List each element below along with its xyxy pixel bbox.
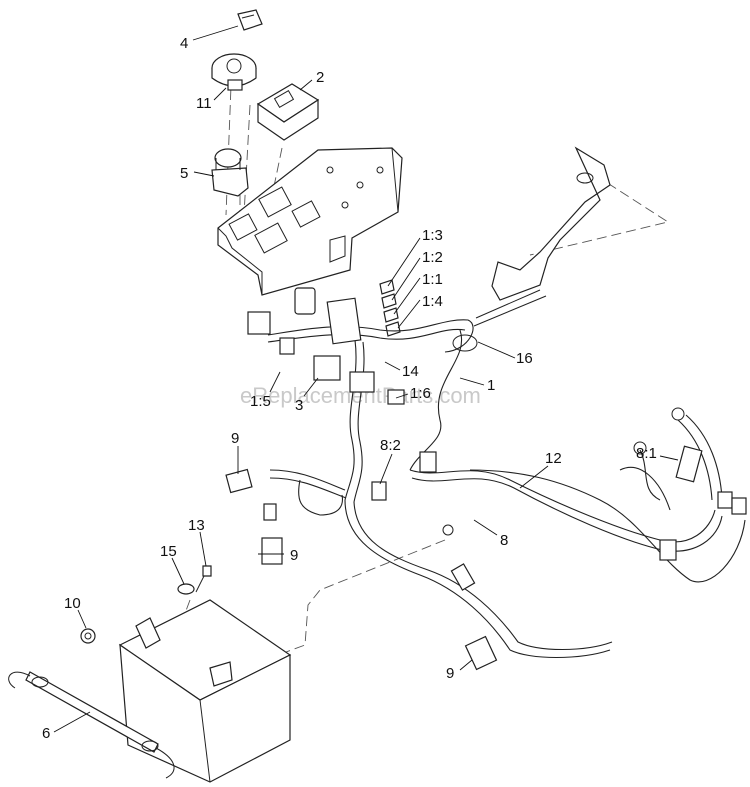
callout-label: 1:2 (422, 249, 443, 266)
callout-label: 1 (487, 377, 495, 394)
battery-hold-down-rod (8, 671, 175, 779)
callout-label: 1:6 (410, 385, 431, 402)
harness-components (225, 287, 747, 671)
battery-hardware (80, 565, 212, 644)
center-lines (174, 59, 670, 656)
callout-label: 10 (64, 595, 81, 612)
callout-label: 9 (231, 430, 239, 447)
callout-label: 13 (188, 517, 205, 534)
main-wire-harness (267, 319, 746, 658)
callout-label: 5 (180, 165, 188, 182)
battery (118, 599, 292, 783)
callout-label: 1:5 (250, 393, 271, 410)
callout-labels: 4 2 11 5 1:3 1:2 1:1 1:4 16 14 1 1:5 3 1… (42, 35, 657, 742)
callout-label: 6 (42, 725, 50, 742)
callout-label: 2 (316, 69, 324, 86)
callout-label: 9 (446, 665, 454, 682)
callout-label: 8 (500, 532, 508, 549)
callout-label: 3 (295, 397, 303, 414)
pto-switch (211, 148, 249, 197)
callout-label: 11 (196, 95, 212, 112)
connector-terminals (379, 279, 401, 337)
leader-lines (53, 25, 679, 733)
mounting-plate-right (473, 146, 611, 327)
callout-label: 1:4 (422, 293, 443, 310)
callout-label: 15 (160, 543, 177, 560)
callout-label: 1:1 (422, 271, 443, 288)
callout-label: 14 (402, 363, 419, 380)
callout-label: 8:1 (636, 445, 657, 462)
callout-label: 12 (545, 450, 562, 467)
ignition-switch (211, 53, 257, 91)
callout-label: 1:3 (422, 227, 443, 244)
callout-label: 8:2 (380, 437, 401, 454)
ignition-key (237, 9, 263, 31)
hour-meter (256, 83, 320, 141)
callout-label: 9 (290, 547, 298, 564)
callout-label: 4 (180, 35, 188, 52)
control-panel-bracket (217, 147, 403, 296)
callout-label: 16 (516, 350, 533, 367)
